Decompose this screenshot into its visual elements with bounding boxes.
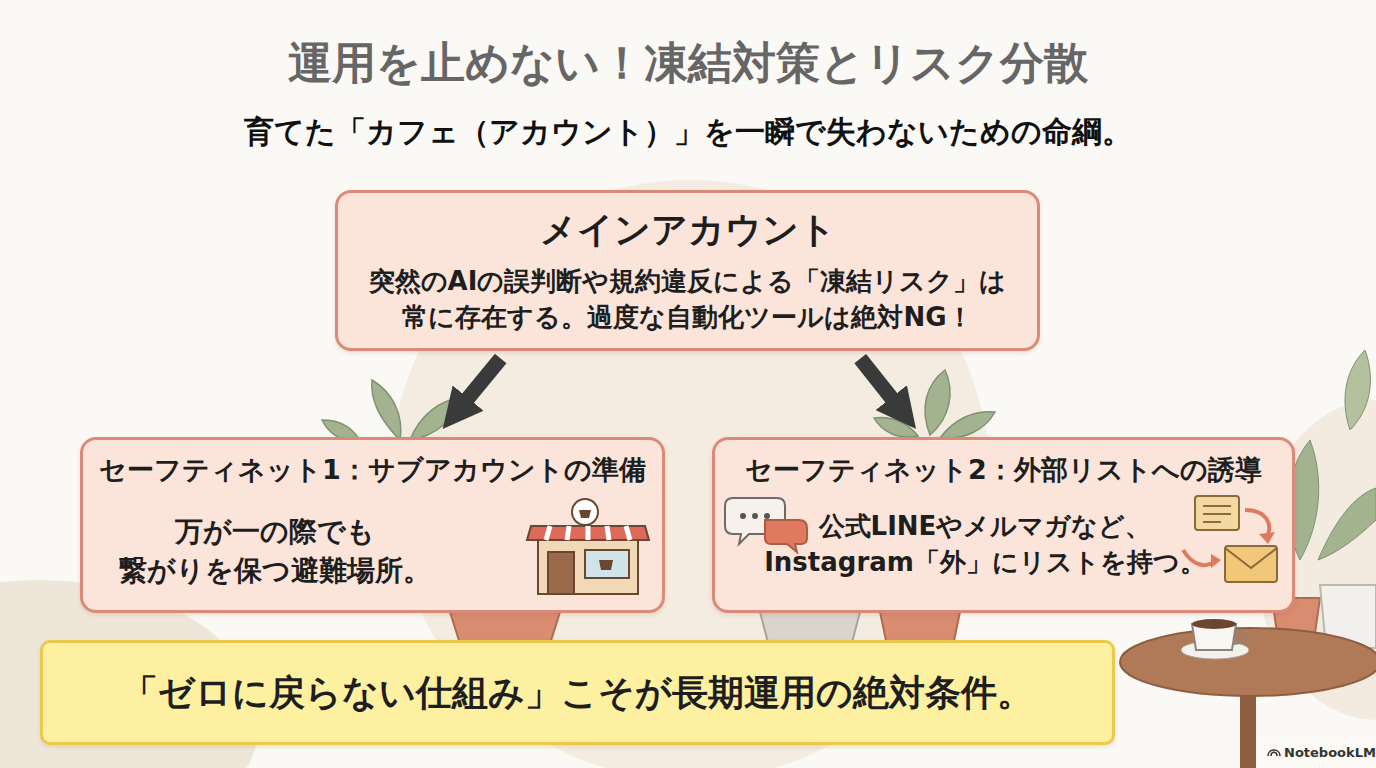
cafe-shop-icon [572, 499, 598, 525]
message-icons [1195, 496, 1239, 530]
conclusion-band: 「ゼロに戻らない仕組み」こそが長期運用の絶対条件。 [40, 640, 1115, 745]
corner-blob [0, 400, 1376, 768]
plant [874, 418, 918, 438]
main-account-box: メインアカウント突然のAIの誤判断や規約違反による「凍結リスク」は 常に存在する… [335, 190, 1040, 351]
message-icons [764, 513, 770, 519]
box-text: 万が一の際でも 繋がりを保つ避難場所。 [105, 513, 445, 590]
cafe-table [1234, 630, 1245, 644]
box-text: 「ゼロに戻らない仕組み」こそが長期運用の絶対条件。 [122, 668, 1033, 718]
cafe-shop-icon [548, 552, 574, 594]
cafe-shop-icon [538, 536, 638, 594]
message-icons [740, 513, 746, 519]
watermark-mark [1268, 750, 1280, 756]
watermark-mark [1262, 740, 1376, 764]
safety-net-box: セーフティネット1：サブアカウントの準備万が一の際でも 繋がりを保つ避難場所。 [80, 437, 665, 613]
safety-net-box: セーフティネット2：外部リストへの誘導公式LINEやメルマガなど、 Instag… [712, 437, 1295, 613]
cafe-shop-icon [585, 550, 629, 578]
cafe-shop-icon [599, 560, 613, 570]
watermark-mark [1262, 740, 1376, 764]
subtitle: 育てた「カフェ（アカウント）」を一瞬で失わないための命綱。 [0, 112, 1376, 153]
cafe-table [1120, 628, 1376, 696]
cafe-shop-icon [546, 526, 630, 540]
table-plant [1345, 350, 1370, 430]
box-text: 突然のAIの誤判断や規約違反による「凍結リスク」は 常に存在する。過度な自動化ツ… [358, 264, 1018, 336]
plant [940, 412, 995, 439]
box-heading: セーフティネット1：サブアカウントの準備 [93, 452, 652, 487]
cafe-shop-icon [579, 510, 591, 518]
title: 運用を止めない！凍結対策とリスク分散 [0, 34, 1376, 93]
message-icons [1259, 532, 1275, 544]
message-icons [1225, 548, 1277, 568]
cafe-shop-icon [527, 526, 649, 540]
box-text: 公式LINEやメルマガなど、 Instagram「外」にリストを持つ。 [755, 509, 1215, 581]
arrow-connector [457, 359, 501, 412]
table-plant [1318, 488, 1376, 560]
plant [410, 398, 460, 440]
plant [372, 380, 401, 440]
plant [925, 370, 950, 435]
box-heading: セーフティネット2：外部リストへの誘導 [725, 452, 1282, 487]
message-icons [1211, 554, 1221, 568]
box-heading: メインアカウント [354, 207, 1021, 254]
message-icons [752, 513, 758, 519]
message-icons [1225, 546, 1277, 582]
arrow-connector [860, 359, 902, 412]
watermark: NotebookLM [1284, 745, 1376, 760]
cafe-table [1120, 619, 1376, 768]
message-icons [1203, 506, 1231, 522]
cafe-table [1192, 619, 1236, 629]
